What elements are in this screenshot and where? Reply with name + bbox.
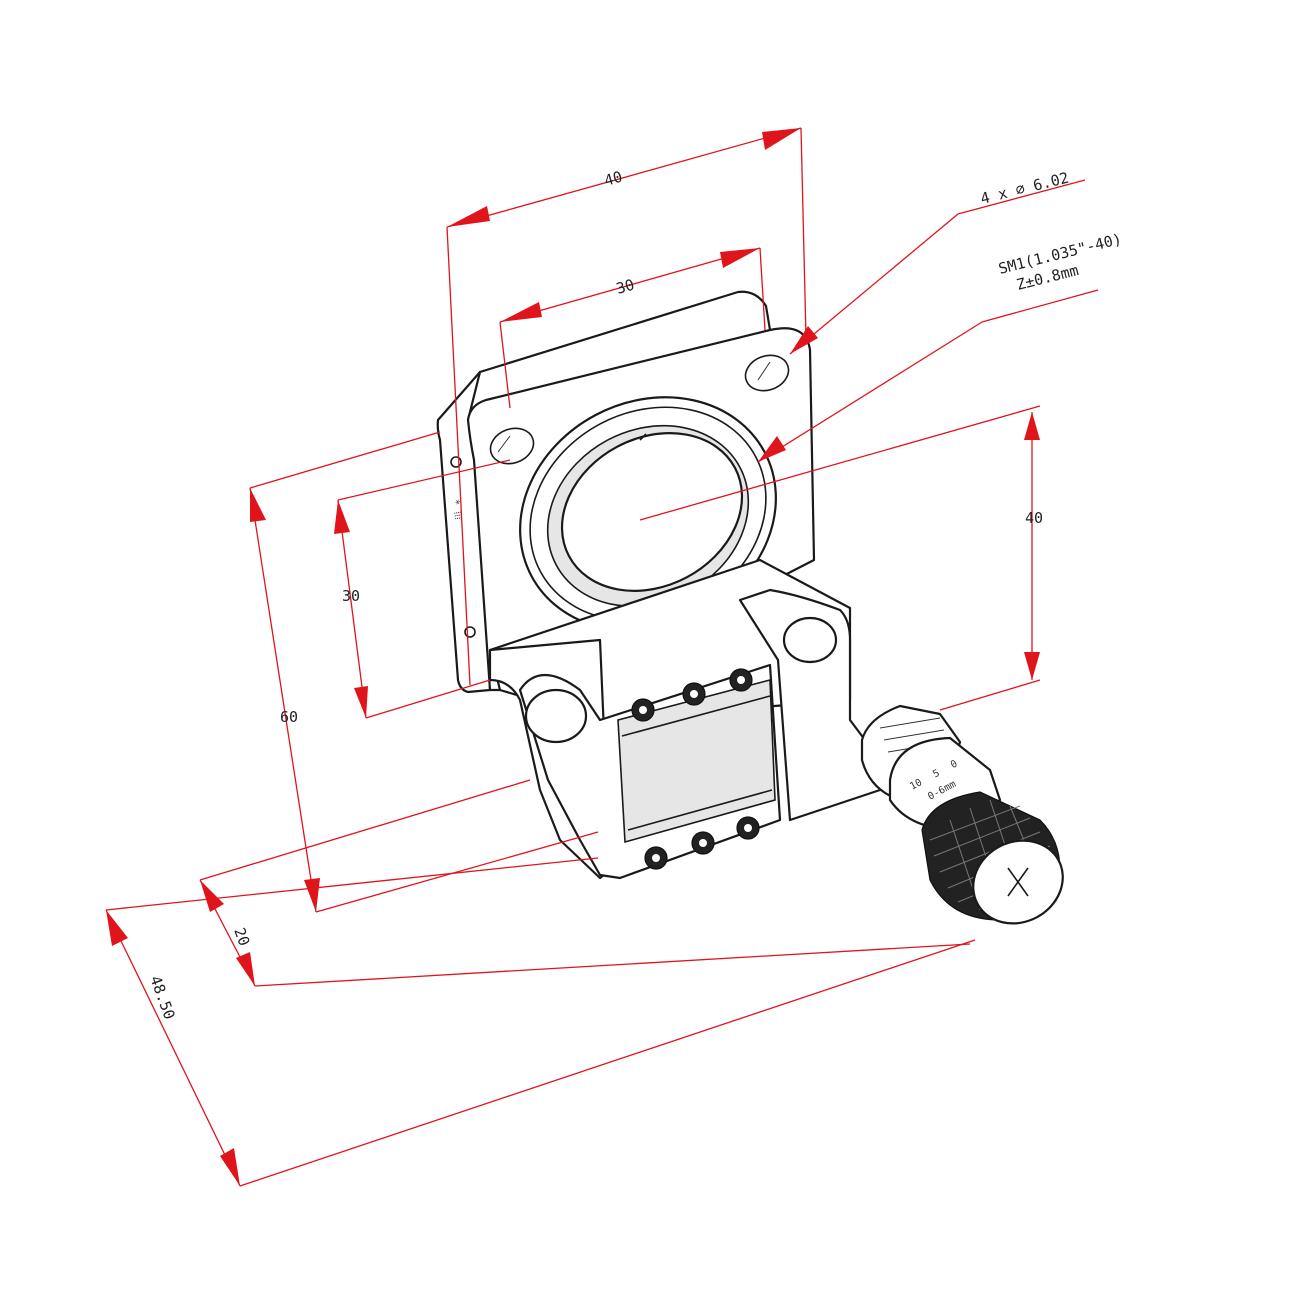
svg-text:10 5 0: 10 5 0	[908, 758, 959, 792]
dim-top-width-inner: 30	[499, 247, 766, 409]
dim-base-depth: 20	[199, 779, 971, 987]
dim-label-20: 20	[230, 925, 253, 948]
mount-hole-top-left	[489, 427, 535, 465]
micrometer-logo-icon	[1007, 867, 1029, 897]
dim-label-40-top: 40	[602, 168, 624, 190]
dim-label-hole: 4 x ∅ 6.02	[979, 169, 1071, 208]
dim-label-48-50: 48.50	[146, 973, 178, 1022]
dim-right-height: 40	[939, 412, 1043, 711]
side-screw-hole	[464, 626, 476, 638]
side-screw-hole	[450, 456, 462, 468]
cap-screws	[631, 668, 760, 870]
base-hole-right	[782, 616, 838, 664]
base-right-block	[738, 588, 882, 822]
micrometer-scale-mark: 0	[949, 758, 959, 771]
dim-label-30-top: 30	[614, 276, 636, 298]
dim-label-60: 60	[280, 708, 298, 726]
dim-label-30-left: 30	[342, 587, 360, 605]
dim-thread-callout: SM1(1.035"-40) Z±0.8mm	[757, 230, 1124, 463]
dim-total-depth: 48.50	[105, 857, 976, 1187]
dim-label-40-right: 40	[1025, 509, 1043, 527]
base-hole-left	[524, 688, 588, 744]
optical-mount: * ⁞⁞⁞	[436, 290, 1064, 925]
dim-left-height-inner: 30	[334, 459, 511, 719]
dim-left-height-outer: 60	[249, 431, 599, 913]
micrometer: 0-6mm 10 5 0	[860, 704, 1064, 925]
micrometer-scale-mark: 5	[931, 768, 941, 781]
lens-aperture	[560, 432, 744, 592]
carriage-plate	[617, 678, 776, 844]
dim-top-width-outer: 40	[446, 127, 807, 686]
mount-hole-top-right	[744, 354, 790, 392]
side-engraving: * ⁞⁞⁞	[449, 499, 463, 521]
